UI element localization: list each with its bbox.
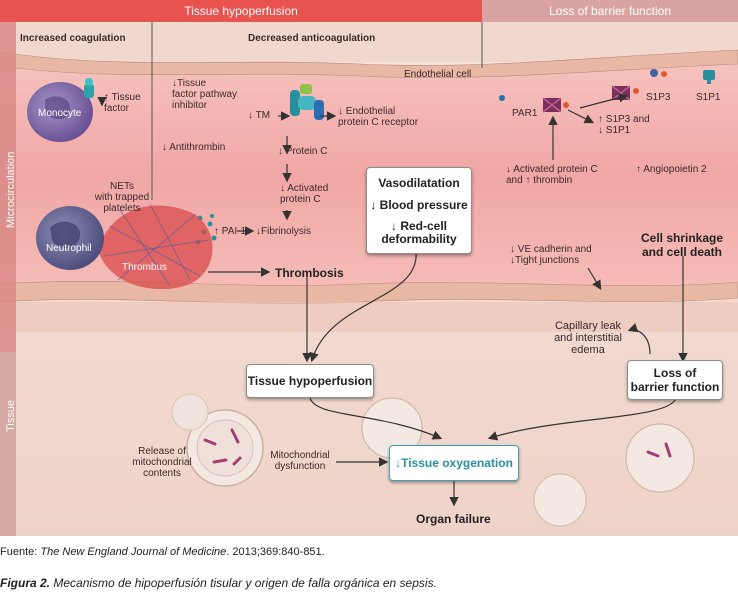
figure-caption: Figura 2. Mecanismo de hipoperfusión tis…: [0, 576, 437, 590]
antithrombin-label: ↓ Antithrombin: [162, 142, 226, 153]
figure-text: Mecanismo de hipoperfusión tisular y ori…: [50, 576, 437, 590]
cell-shrinkage-label: Cell shrinkage and cell death: [640, 231, 724, 259]
tissue-factor-icon: [84, 78, 94, 98]
source-rest: . 2013;369:840-851.: [226, 546, 325, 558]
nets-label: NETs with trapped platelets: [94, 181, 150, 214]
tissue-factor-label: ↑ Tissue factor: [104, 92, 141, 114]
capillary-leak-label: Capillary leak and interstitial edema: [554, 320, 622, 356]
s1p1-label: S1P1: [696, 92, 721, 103]
vasodilatation-box: Vasodilatation ↓ Blood pressure ↓ Red-ce…: [366, 167, 472, 254]
monocyte-label: Monocyte: [38, 108, 82, 119]
upper-tissue: [0, 22, 738, 62]
epcr-label: ↓ Endothelial protein C receptor: [338, 106, 419, 128]
tissue-cells: [171, 393, 695, 527]
activated-pc-thrombin-label: ↓ Activated protein C and ↑ thrombin: [506, 164, 598, 186]
side-microcirculation: Microcirculation: [5, 151, 17, 228]
mito-dysfunction-label: Mitochondrial dysfunction: [270, 450, 330, 472]
loss-barrier-box: Loss of barrier function: [627, 360, 723, 400]
red-cell-line: ↓ Red-cell deformability: [381, 218, 457, 246]
s1p3-label: S1P3: [646, 92, 671, 103]
protein-c-label: ↓ Protein C: [278, 146, 328, 157]
ve-cadherin-label: ↓ VE cadherin and ↓Tight junctions: [510, 244, 592, 266]
neutrophil-label: Neutrophil: [46, 243, 92, 254]
thrombosis-label: Thrombosis: [275, 266, 344, 280]
header-tissue-hypoperfusion: Tissue hypoperfusion: [0, 0, 482, 22]
pai1-label: ↑ PAI-1: [214, 226, 247, 237]
s1p3-s1p1-label: ↑ S1P3 and ↓ S1P1: [598, 114, 650, 136]
tissue-oxygenation-box: ↓Tissue oxygenation: [389, 445, 519, 481]
source-caption: Fuente: The New England Journal of Medic…: [0, 546, 325, 558]
tm-label: ↓ TM: [248, 110, 271, 121]
s1p1-icon: [703, 70, 715, 84]
vasodilatation-line: Vasodilatation: [378, 175, 460, 190]
tissue-strip: [0, 352, 16, 536]
microcirculation-strip: [0, 22, 16, 352]
par1-icon: [542, 97, 569, 113]
diagram-background: [0, 0, 738, 536]
header-loss-barrier: Loss of barrier function: [482, 0, 738, 22]
source-journal: The New England Journal of Medicine: [40, 546, 227, 558]
side-tissue: Tissue: [5, 400, 17, 432]
tfpi-label: ↓Tissue factor pathway inhibitor: [172, 78, 238, 111]
blood-pressure-line: ↓ Blood pressure: [370, 197, 468, 212]
thrombus-label: Thrombus: [122, 262, 168, 273]
source-prefix: Fuente:: [0, 546, 41, 558]
tm-epcr-icon: [290, 84, 324, 120]
section-increased-coagulation: Increased coagulation: [20, 33, 126, 44]
tissue-hypoperfusion-box: Tissue hypoperfusion: [246, 364, 374, 398]
endothelial-cell-label: Endothelial cell: [404, 69, 472, 80]
organ-failure-label: Organ failure: [416, 512, 491, 526]
release-mito-label: Release of mitochondrial contents: [132, 446, 192, 479]
lower-band: [0, 302, 738, 332]
par1-label: PAR1: [512, 108, 538, 119]
diagram-figure: Tissue hypoperfusion Loss of barrier fun…: [0, 0, 738, 536]
fibrinolysis-label: ↓Fibrinolysis: [256, 226, 312, 237]
flow-arrows: [97, 93, 688, 507]
activated-protein-c-label: ↓ Activated protein C: [280, 183, 329, 205]
angiopoietin-label: ↑ Angiopoietin 2: [636, 164, 707, 175]
figure-label: Figura 2.: [0, 576, 51, 590]
top-endothelium: [0, 49, 738, 78]
section-decreased-anticoagulation: Decreased anticoagulation: [248, 33, 376, 44]
